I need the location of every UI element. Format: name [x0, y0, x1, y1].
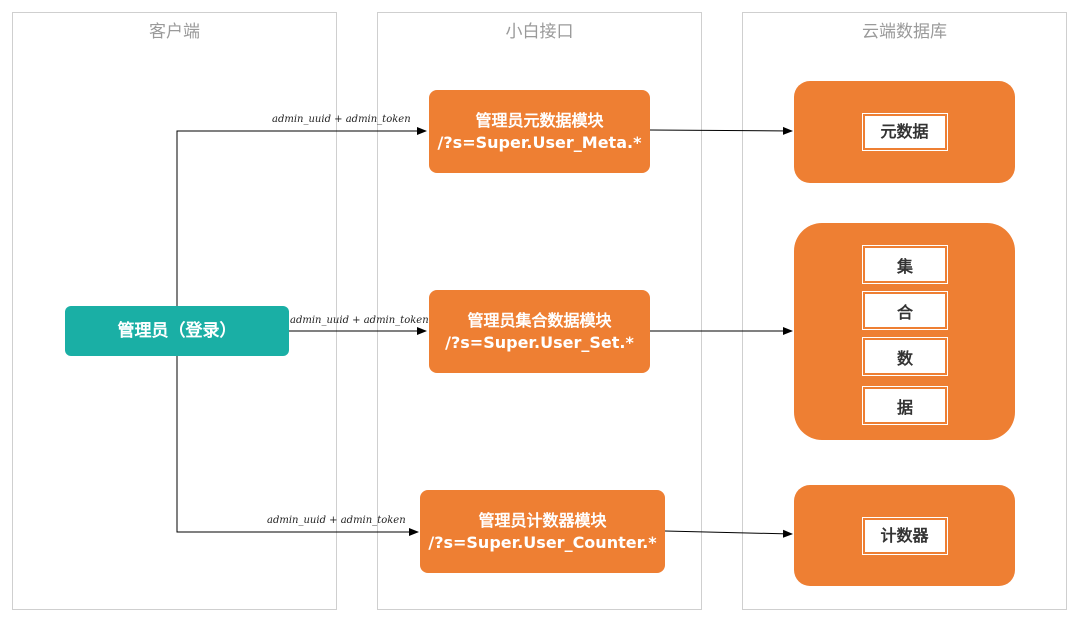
module-user-counter-route: /?s=Super.User_Counter.* [428, 532, 657, 552]
module-user-set-title: 管理员集合数据模块 [467, 310, 612, 330]
db-set-char-2: 合 [896, 302, 913, 322]
admin-login-label: 管理员（登录） [117, 321, 237, 341]
edge-label-set: admin_uuid + admin_token [290, 315, 429, 326]
module-user-meta-route: /?s=Super.User_Meta.* [437, 132, 642, 152]
module-user-counter-title: 管理员计数器模块 [478, 510, 607, 530]
db-set-char-1: 集 [896, 256, 913, 276]
module-user-counter[interactable]: 管理员计数器模块 /?s=Super.User_Counter.* [420, 490, 665, 573]
db-set-cell-2: 合 [862, 291, 948, 330]
db-meta-label: 元数据 [880, 122, 929, 141]
module-user-set-route: /?s=Super.User_Set.* [445, 332, 634, 352]
db-set-cell-1: 集 [862, 245, 948, 284]
module-user-meta[interactable]: 管理员元数据模块 /?s=Super.User_Meta.* [429, 90, 650, 173]
lane-title-client: 客户端 [149, 22, 200, 42]
db-set-cell-4: 据 [862, 386, 948, 425]
db-counter-container[interactable]: 计数器 [794, 485, 1015, 586]
lane-title-cloud: 云端数据库 [862, 22, 947, 42]
edge-counter-to-db [664, 529, 793, 538]
db-meta-container[interactable]: 元数据 [794, 81, 1015, 183]
module-user-set[interactable]: 管理员集合数据模块 /?s=Super.User_Set.* [429, 290, 650, 373]
db-set-char-4: 据 [896, 397, 913, 417]
lane-title-api: 小白接口 [505, 22, 574, 42]
module-user-meta-title: 管理员元数据模块 [475, 110, 604, 130]
db-set-cell-3: 数 [862, 337, 948, 376]
edge-meta-to-db [649, 126, 793, 135]
edge-label-counter: admin_uuid + admin_token [267, 515, 406, 526]
db-counter-label: 计数器 [880, 525, 929, 545]
edge-admin-to-meta [176, 127, 427, 306]
db-set-char-3: 数 [896, 348, 913, 368]
edge-label-meta: admin_uuid + admin_token [272, 114, 411, 125]
edge-admin-to-counter [176, 356, 419, 536]
db-meta-cell: 元数据 [861, 113, 948, 151]
admin-login-node[interactable]: 管理员（登录） [65, 306, 289, 356]
db-counter-cell: 计数器 [861, 516, 948, 555]
